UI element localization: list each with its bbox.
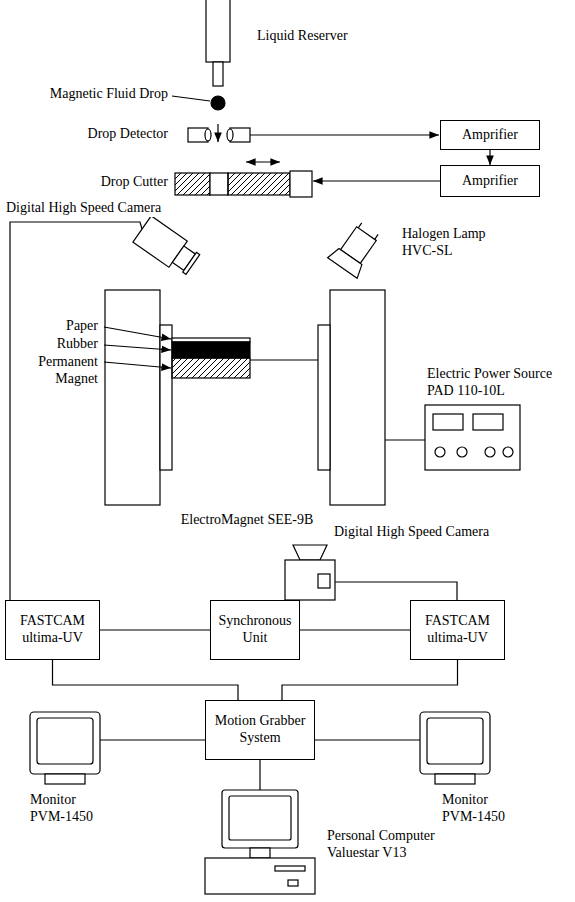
drop-detector	[188, 124, 250, 142]
device-label: ElectroMagnet SEE-9B	[155, 512, 339, 529]
high-speed-camera	[133, 216, 202, 278]
part-label: Liquid Reserver	[255, 28, 350, 45]
device-label: Personal Computer Valuestar V13	[325, 828, 454, 862]
part-label: Paper	[64, 318, 100, 335]
part-label: Rubber	[55, 336, 100, 353]
box-text: FASTCAM ultima-UV	[416, 613, 499, 647]
connector-line	[282, 660, 458, 700]
leader-line	[172, 96, 210, 101]
drop-cutter	[175, 162, 312, 197]
part-label: Permanent Magnet	[24, 354, 100, 388]
connector-line	[53, 660, 239, 700]
device-label: Digital High Speed Camera	[4, 200, 163, 217]
camera-controller-box: FASTCAM ultima-UV	[5, 600, 100, 660]
signal-wire	[313, 180, 440, 181]
leader-line	[104, 327, 171, 368]
power-cable	[385, 439, 425, 440]
connector-line	[489, 150, 490, 165]
device-label: Halogen Lamp HVC-SL	[400, 226, 499, 260]
monitor	[30, 712, 100, 784]
box-text: Synchronous Unit	[216, 613, 294, 647]
connector-line	[100, 629, 210, 630]
box-text: Amprifier	[462, 173, 518, 190]
liquid-reserver	[206, 0, 230, 86]
halogen-lamp	[328, 218, 385, 278]
sync-unit-box: Synchronous Unit	[210, 600, 300, 660]
part-label: Drop Cutter	[99, 174, 170, 191]
data-cable	[100, 739, 205, 740]
data-cable	[315, 739, 420, 740]
camera-controller-box: FASTCAM ultima-UV	[410, 600, 505, 660]
amplifier-box: Amprifier	[440, 120, 540, 150]
device-label: Electric Power Source PAD 110-10L	[425, 366, 569, 400]
electromagnet	[105, 290, 385, 505]
device-label: Digital High Speed Camera	[332, 524, 491, 541]
box-text: Amprifier	[462, 127, 518, 144]
sample-stack	[172, 338, 318, 378]
part-label: Magnetic Fluid Drop	[48, 86, 170, 103]
personal-computer	[205, 790, 315, 894]
connector-line	[300, 629, 410, 630]
box-text: FASTCAM ultima-UV	[11, 613, 94, 647]
amplifier-box: Amprifier	[440, 165, 540, 197]
device-label: Monitor PVM-1450	[28, 792, 110, 826]
high-speed-camera	[285, 545, 335, 600]
device-label: Monitor PVM-1450	[440, 792, 522, 826]
monitor	[420, 712, 490, 784]
box-text: Motion Grabber System	[211, 713, 309, 747]
signal-wire	[250, 134, 439, 135]
fluid-drop	[211, 96, 225, 110]
grabber-box: Motion Grabber System	[205, 700, 315, 760]
camera-cable	[335, 582, 457, 600]
part-label: Drop Detector	[86, 126, 170, 143]
power-source	[425, 405, 520, 470]
data-cable	[259, 760, 260, 790]
